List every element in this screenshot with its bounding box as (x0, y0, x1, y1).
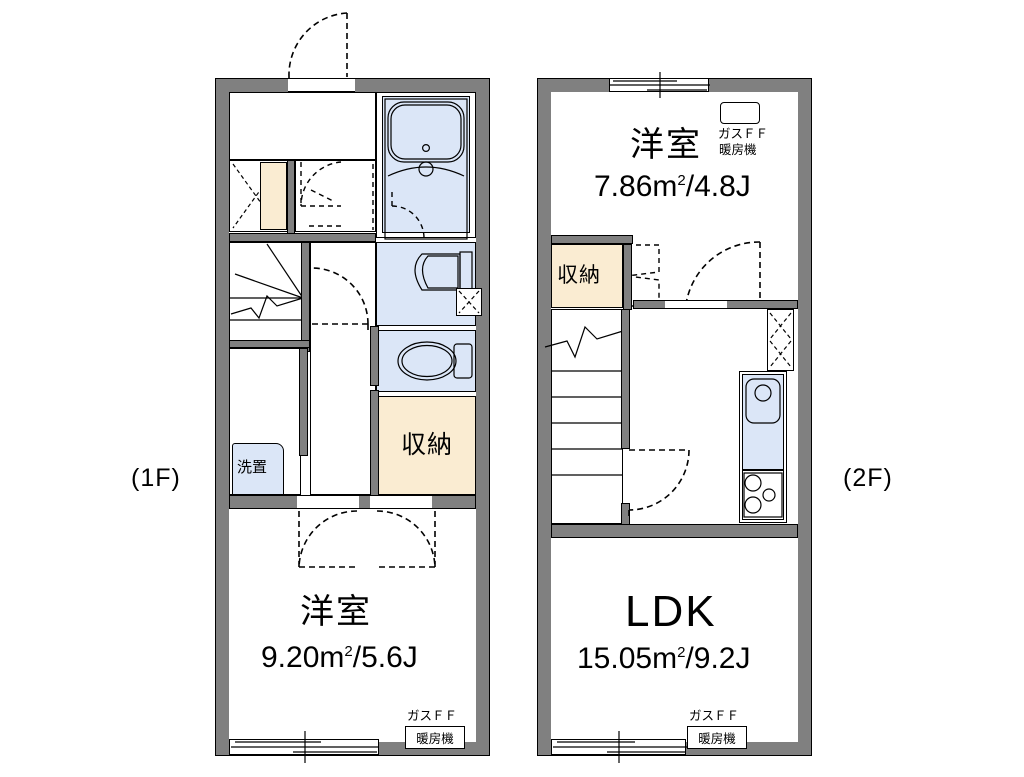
corridor-middle (310, 242, 376, 495)
closet-1f (376, 396, 476, 495)
staircase-icon (229, 243, 304, 321)
partition-hall-horizontal (229, 233, 376, 242)
bedroom-2f-area-value: 7.86m (594, 170, 678, 203)
gas-heater-2f-bedroom-label: ガスＦＦ (718, 127, 769, 141)
entrance-door-icon (288, 12, 348, 83)
bedroom-1f-name: 洋室 (300, 593, 372, 631)
washroom-window-icon (458, 290, 480, 314)
corridor-upper (295, 160, 376, 232)
bedroom-1f-area-tail: /5.6J (352, 641, 418, 674)
corridor-door-swing-icons (300, 161, 374, 230)
ldk-area: 15.05m2/9.2J (577, 644, 750, 674)
ldk-area-tail: /9.2J (685, 642, 751, 675)
kitchen-sink-icon (745, 378, 781, 424)
partition-laundry-right (299, 348, 308, 456)
gas-heater-2f-bedroom-unit (720, 102, 760, 124)
gas-heater-1f-box: 暖房機 (405, 726, 465, 749)
gas-heater-2f-ldk-box: 暖房機 (687, 726, 747, 749)
closet-2f-label: 収納 (557, 264, 601, 287)
first-floor-plan: 収納 洗置 (215, 78, 490, 763)
toilet-icon (397, 341, 473, 381)
bathtub-icon (384, 98, 468, 240)
window-2f-bottom-icon (553, 731, 687, 763)
washer-space (232, 443, 284, 495)
gas-heater-2f-bedroom-sublabel: 暖房機 (719, 143, 757, 157)
corridor-door-swing-middle-icon (311, 267, 369, 334)
floor-tag-1f: (1F) (131, 464, 181, 492)
ldk-area-sup: 2 (677, 644, 686, 661)
ldk-door-swing-icon (628, 449, 690, 520)
bedroom-door-opening-right (370, 495, 432, 509)
second-floor-plan: ガスＦＦ 暖房機 洋室 7.86m2/4.8J 収納 (537, 72, 812, 763)
bedroom-2f-area: 7.86m2/4.8J (594, 172, 751, 202)
bedroom-door-opening-left (297, 495, 359, 509)
partition-hall-vertical (287, 160, 295, 236)
ldk-area-value: 15.05m (577, 642, 678, 675)
bedroom-2f-area-tail: /4.8J (685, 170, 751, 203)
washer-space-label: 洗置 (237, 459, 268, 476)
partition-stairs-right (301, 242, 310, 352)
window-2f-top-icon (610, 72, 710, 98)
floor-tag-2f: (2F) (843, 464, 893, 492)
kitchen-window-icon (769, 312, 792, 368)
partition-corridor-right-2 (370, 390, 379, 498)
kitchen-window (767, 309, 794, 371)
partition-corridor-right (370, 326, 379, 386)
bedroom-1f (229, 509, 476, 742)
partition-2f-ldk-top (551, 524, 798, 538)
partition-2f-closet-top (551, 235, 633, 244)
bedroom-2f-area-sup: 2 (677, 172, 686, 189)
window-1f-bottom-icon (231, 731, 379, 763)
gas-stove-icon (743, 472, 783, 518)
unit-bath-tub-area (382, 96, 470, 233)
bedroom-2f-name: 洋室 (630, 126, 702, 164)
gas-heater-2f-ldk-label: ガスＦＦ (689, 709, 740, 723)
entrance-door-opening (288, 78, 355, 92)
gas-heater-1f-label: ガスＦＦ (407, 709, 458, 723)
closet-2f (551, 244, 623, 308)
partition-2f-closet-right (623, 244, 632, 310)
bedroom-1f-area-value: 9.20m (261, 641, 345, 674)
ldk-name: LDK (625, 587, 717, 636)
staircase-2f-icon (544, 325, 624, 476)
partition-stairs-bottom (229, 340, 310, 348)
bedroom-1f-area: 9.20m2/5.6J (261, 643, 418, 673)
bedroom-door-swing-icons (298, 510, 436, 568)
toilet-room (376, 330, 476, 392)
partition-2f-stairs-right (621, 309, 630, 449)
staircase-1f (229, 242, 304, 342)
staircase-2f (551, 309, 623, 524)
hall-2f-opening (665, 300, 727, 309)
bedroom-1f-area-sup: 2 (344, 643, 353, 660)
bedroom-2f-door-swing-icon (685, 241, 761, 305)
closet-1f-label: 収納 (401, 431, 454, 459)
shoe-cabinet (260, 162, 287, 230)
ldk-2f (551, 538, 798, 742)
entrance-hall (229, 92, 376, 160)
